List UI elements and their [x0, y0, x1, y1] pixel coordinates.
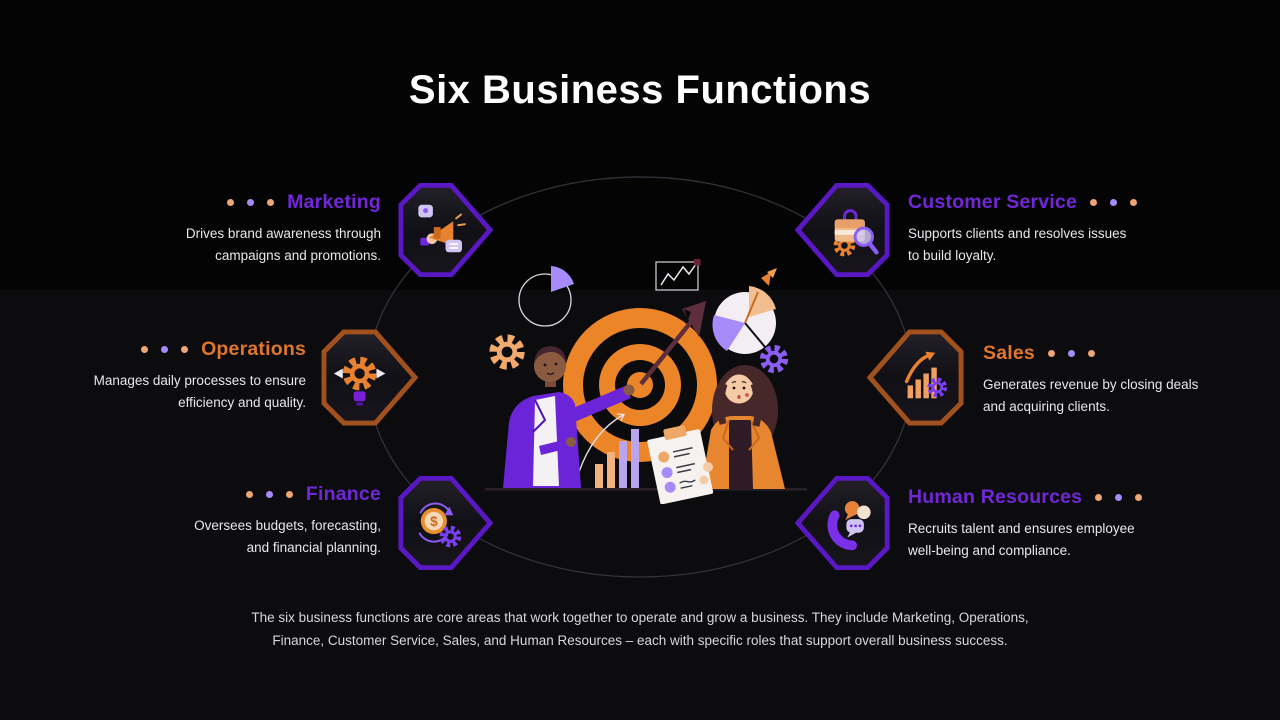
woman-figure	[701, 365, 785, 489]
sales-section: Sales Generates revenue by closing deals…	[983, 342, 1280, 418]
customer-service-description-line2: to build loyalty.	[908, 248, 997, 263]
phone-chat-icon	[827, 501, 871, 551]
marketing-section: Marketing Drives brand awareness through…	[61, 191, 381, 267]
accent-dot-purple	[1067, 350, 1075, 357]
footer-line2: Finance, Customer Service, Sales, and Hu…	[272, 632, 1008, 648]
bar-chart	[578, 413, 639, 488]
pie-chart-icon	[518, 266, 574, 327]
growth-chart-icon	[904, 351, 945, 399]
accent-dots	[1047, 350, 1095, 357]
slide-title: Six Business Functions	[408, 68, 872, 112]
accent-dots	[1095, 494, 1143, 501]
finance-badge: $	[398, 475, 494, 571]
footer-line1: The six business functions are core area…	[251, 610, 1029, 625]
accent-dot-purple	[1110, 199, 1118, 206]
accent-dot-purple	[247, 199, 255, 206]
marketing-description-line2: campaigns and promotions.	[215, 248, 381, 263]
top-background-band	[0, 0, 1280, 290]
customer-service-section: Customer Service Supports clients and re…	[908, 191, 1228, 267]
pie-chart-slices-icon	[712, 268, 777, 354]
accent-dot-orange	[227, 199, 235, 206]
finance-description-line2: and financial planning.	[246, 540, 381, 555]
accent-dots	[227, 199, 275, 206]
accent-dot-orange	[1135, 494, 1143, 501]
accent-dot-orange	[1095, 494, 1103, 501]
dollar-coin-gear-icon: $	[418, 502, 458, 545]
accent-dots	[245, 491, 293, 498]
purple-gear-icon	[763, 348, 785, 370]
accent-dot-orange	[1130, 199, 1138, 206]
accent-dots	[1090, 199, 1138, 206]
line-chart-icon	[655, 259, 701, 291]
accent-dot-orange	[1090, 199, 1098, 206]
marketing-badge	[398, 182, 494, 278]
briefcase-search-icon	[835, 209, 879, 254]
accent-dot-purple	[1115, 494, 1123, 501]
operations-section: Operations Manages daily processes to en…	[0, 338, 306, 414]
accent-dot-orange	[245, 491, 253, 498]
sales-label: Sales	[983, 342, 1035, 364]
sales-badge	[866, 329, 964, 426]
floor-line	[485, 488, 807, 491]
operations-description-line1: Manages daily processes to ensure	[93, 373, 306, 388]
megaphone-icon	[418, 204, 466, 253]
sales-description-line1: Generates revenue by closing deals	[983, 377, 1199, 392]
marketing-description-line1: Drives brand awareness through	[185, 226, 381, 241]
finance-section: Finance Oversees budgets, forecasting, a…	[61, 483, 381, 559]
accent-dot-orange	[285, 491, 293, 498]
finance-label: Finance	[305, 483, 381, 505]
human-resources-badge	[794, 475, 890, 571]
man-figure	[503, 346, 635, 488]
svg-text:$: $	[430, 514, 438, 529]
clipboard-checklist	[647, 425, 714, 504]
operations-label: Operations	[201, 338, 306, 360]
accent-dot-orange	[267, 199, 275, 206]
center-illustration	[485, 259, 807, 504]
human-resources-label: Human Resources	[908, 486, 1083, 508]
footer-summary: The six business functions are core area…	[0, 607, 1280, 652]
operations-description-line2: efficiency and quality.	[178, 395, 306, 410]
accent-dot-orange	[141, 346, 149, 353]
accent-dot-purple	[265, 491, 273, 498]
accent-dot-orange	[1087, 350, 1095, 357]
customer-service-badge	[794, 182, 890, 278]
human-resources-section: Human Resources Recruits talent and ensu…	[908, 486, 1228, 562]
woman-hand	[699, 452, 727, 485]
dart-arrow	[639, 301, 706, 386]
operations-badge	[321, 329, 419, 426]
human-resources-description-line2: well-being and compliance.	[908, 543, 1071, 558]
customer-service-label: Customer Service	[908, 191, 1078, 213]
human-resources-description-line1: Recruits talent and ensures employee	[908, 521, 1135, 536]
accent-dot-orange	[181, 346, 189, 353]
marketing-label: Marketing	[287, 191, 381, 213]
sales-description-line2: and acquiring clients.	[983, 399, 1110, 414]
customer-service-description-line1: Supports clients and resolves issues	[908, 226, 1127, 241]
accent-dot-orange	[1047, 350, 1055, 357]
finance-description-line1: Oversees budgets, forecasting,	[194, 518, 381, 533]
gear-lightbulb-icon	[333, 361, 386, 406]
accent-dot-purple	[161, 346, 169, 353]
orange-gear-icon	[494, 339, 521, 366]
accent-dots	[141, 346, 189, 353]
